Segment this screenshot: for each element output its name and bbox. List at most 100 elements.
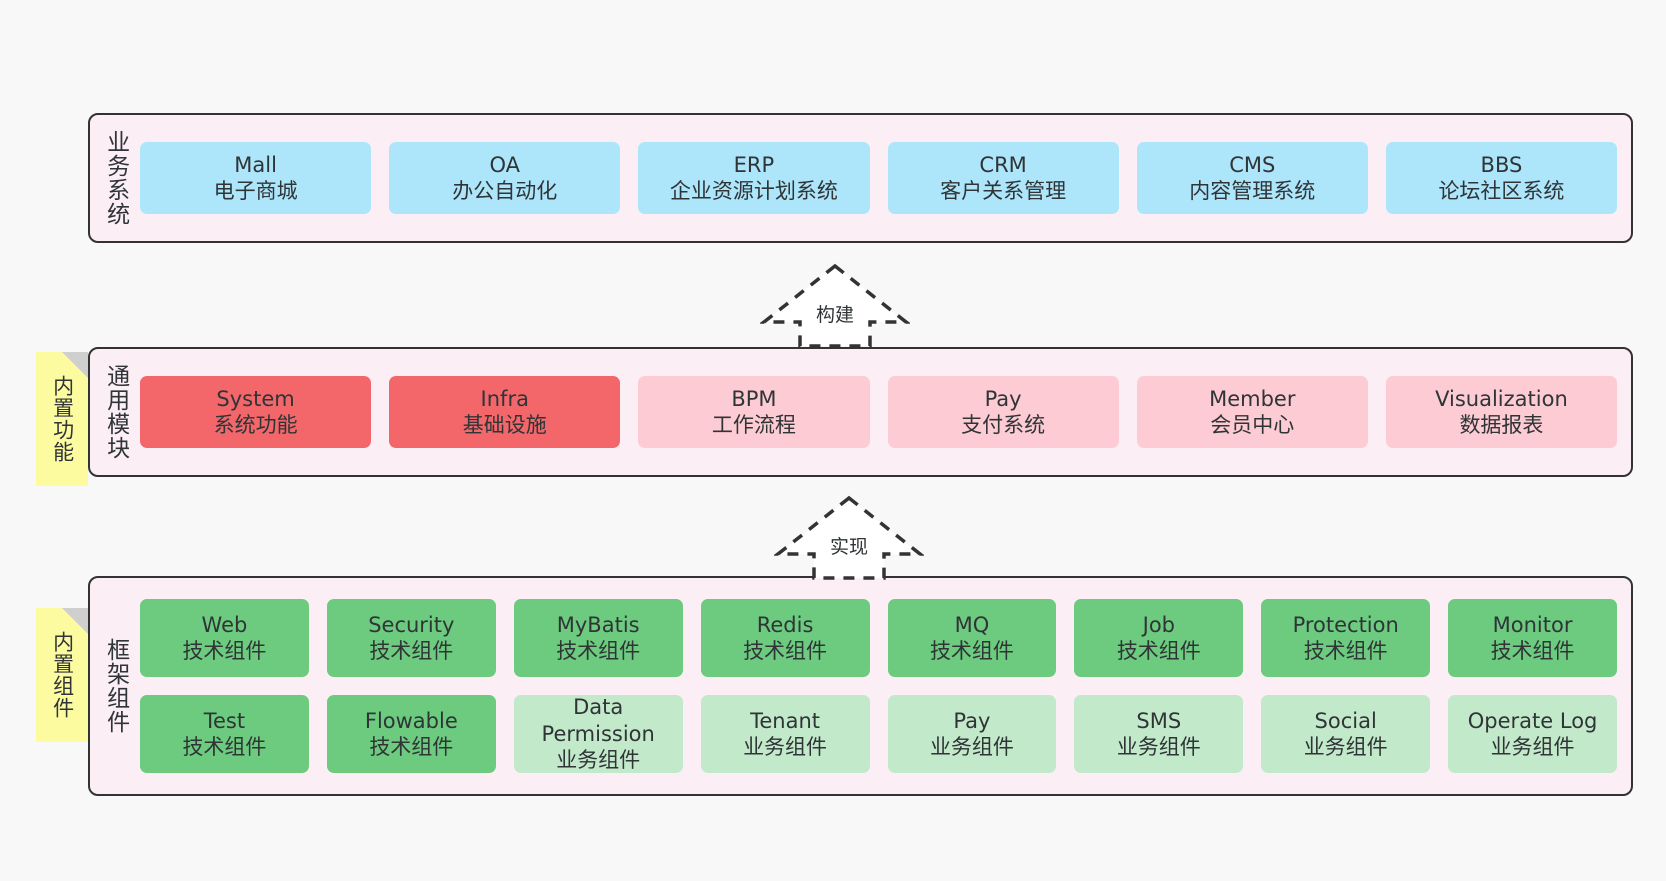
node-title: Operate Log	[1467, 708, 1598, 733]
layer-common-module: 通用模块 System 系统功能 Infra 基础设施 BPM 工作流程 Pay…	[88, 347, 1633, 477]
folded-corner-icon	[62, 352, 88, 378]
node-subtitle: 会员中心	[1210, 413, 1295, 437]
node-title: Test	[203, 708, 246, 733]
node-subtitle: 技术组件	[1303, 639, 1388, 663]
node-title: Job	[1142, 612, 1175, 637]
node-bpm[interactable]: BPM 工作流程	[638, 376, 870, 448]
node-subtitle: 技术组件	[1490, 639, 1575, 663]
connector-implement-label: 实现	[829, 536, 868, 558]
node-subtitle: 工作流程	[711, 413, 796, 437]
node-pay-module[interactable]: Pay 支付系统	[887, 376, 1119, 448]
sticky-note-builtin-component[interactable]: 内置组件	[36, 608, 88, 742]
node-subtitle: 业务组件	[556, 748, 641, 773]
node-title: Web	[201, 612, 248, 637]
node-bbs[interactable]: BBS 论坛社区系统	[1385, 142, 1618, 214]
node-title: ERP	[733, 152, 775, 177]
node-infra[interactable]: Infra 基础设施	[389, 376, 621, 448]
layer-label-framework-component: 框架组件	[102, 638, 129, 734]
node-title: Redis	[756, 612, 814, 637]
node-social[interactable]: Social 业务组件	[1261, 695, 1431, 773]
node-subtitle: 内容管理系统	[1189, 179, 1316, 203]
node-title: MyBatis	[556, 612, 640, 637]
node-sms[interactable]: SMS 业务组件	[1074, 695, 1244, 773]
node-row: Mall 电子商城 OA 办公自动化 ERP 企业资源计划系统 CRM 客户关系…	[140, 142, 1618, 214]
node-oa[interactable]: OA 办公自动化	[389, 142, 621, 214]
node-title: Monitor	[1492, 612, 1573, 637]
node-tenant[interactable]: Tenant 业务组件	[700, 695, 870, 773]
layer-body-framework-component: Web 技术组件 Security 技术组件 MyBatis 技术组件 Redi…	[140, 578, 1631, 794]
node-title: BPM	[731, 386, 777, 411]
node-subtitle: 业务组件	[1490, 735, 1575, 759]
node-test[interactable]: Test 技术组件	[140, 695, 309, 773]
node-subtitle: 技术组件	[743, 639, 828, 663]
node-subtitle: 技术组件	[182, 735, 267, 759]
node-title: CMS	[1229, 152, 1276, 177]
node-mq[interactable]: MQ 技术组件	[887, 599, 1057, 677]
node-title: Infra	[480, 386, 529, 411]
node-visualization[interactable]: Visualization 数据报表	[1385, 376, 1618, 448]
node-title: Visualization	[1435, 386, 1568, 411]
node-title: Social	[1314, 708, 1377, 733]
layer-label-common-module: 通用模块	[102, 364, 129, 460]
node-title: Protection	[1292, 612, 1399, 637]
node-title: System	[216, 386, 295, 411]
node-subtitle: 数据报表	[1459, 413, 1544, 437]
node-data-permission[interactable]: Data Permission 业务组件	[513, 695, 683, 773]
node-subtitle: 基础设施	[462, 413, 547, 437]
node-subtitle: 业务组件	[1116, 735, 1201, 759]
node-web[interactable]: Web 技术组件	[140, 599, 309, 677]
node-member[interactable]: Member 会员中心	[1136, 376, 1368, 448]
node-subtitle: 电子商城	[213, 179, 298, 203]
node-subtitle: 办公自动化	[452, 179, 558, 203]
node-protection[interactable]: Protection 技术组件	[1261, 599, 1431, 677]
layer-label-business-system: 业务系统	[102, 130, 129, 226]
node-title: CRM	[979, 152, 1027, 177]
sticky-note-builtin-function[interactable]: 内置功能	[36, 352, 88, 486]
layer-framework-component: 框架组件 Web 技术组件 Security 技术组件 MyBatis 技术组件…	[88, 576, 1633, 796]
node-row: Test 技术组件 Flowable 技术组件 Data Permission …	[140, 695, 1617, 773]
node-title: Flowable	[364, 708, 458, 733]
node-pay-component[interactable]: Pay 业务组件	[887, 695, 1057, 773]
node-job[interactable]: Job 技术组件	[1074, 599, 1244, 677]
layer-body-business-system: Mall 电子商城 OA 办公自动化 ERP 企业资源计划系统 CRM 客户关系…	[140, 115, 1631, 241]
node-flowable[interactable]: Flowable 技术组件	[326, 695, 496, 773]
node-mall[interactable]: Mall 电子商城	[140, 142, 372, 214]
node-subtitle: 企业资源计划系统	[669, 179, 838, 203]
node-title: BBS	[1480, 152, 1523, 177]
node-subtitle: 系统功能	[213, 413, 298, 437]
node-monitor[interactable]: Monitor 技术组件	[1448, 599, 1617, 677]
node-title: Pay	[984, 386, 1022, 411]
node-operate-log[interactable]: Operate Log 业务组件	[1448, 695, 1617, 773]
node-title: MQ	[954, 612, 990, 637]
node-erp[interactable]: ERP 企业资源计划系统	[638, 142, 870, 214]
connector-build: 构建	[760, 262, 910, 348]
node-system[interactable]: System 系统功能	[140, 376, 372, 448]
node-subtitle: 技术组件	[369, 639, 454, 663]
node-subtitle: 技术组件	[369, 735, 454, 759]
node-subtitle: 论坛社区系统	[1438, 179, 1565, 203]
node-cms[interactable]: CMS 内容管理系统	[1136, 142, 1368, 214]
node-title: Pay	[953, 708, 991, 733]
node-crm[interactable]: CRM 客户关系管理	[887, 142, 1119, 214]
node-subtitle: 技术组件	[1116, 639, 1201, 663]
node-security[interactable]: Security 技术组件	[326, 599, 496, 677]
node-row: Web 技术组件 Security 技术组件 MyBatis 技术组件 Redi…	[140, 599, 1617, 677]
node-subtitle: 技术组件	[182, 639, 267, 663]
connector-build-label: 构建	[815, 304, 854, 326]
node-title: SMS	[1136, 708, 1182, 733]
node-title: Tenant	[750, 708, 821, 733]
connector-implement: 实现	[774, 494, 924, 580]
node-title: Data Permission	[541, 695, 655, 746]
node-subtitle: 业务组件	[929, 735, 1014, 759]
folded-corner-icon	[62, 608, 88, 634]
node-title: Security	[368, 612, 455, 637]
layer-body-common-module: System 系统功能 Infra 基础设施 BPM 工作流程 Pay 支付系统…	[140, 349, 1631, 475]
node-mybatis[interactable]: MyBatis 技术组件	[513, 599, 683, 677]
node-title: OA	[489, 152, 521, 177]
node-subtitle: 技术组件	[929, 639, 1014, 663]
node-title: Mall	[234, 152, 277, 177]
sticky-note-label: 内置组件	[50, 631, 75, 719]
node-subtitle: 技术组件	[556, 639, 641, 663]
node-redis[interactable]: Redis 技术组件	[700, 599, 870, 677]
node-row: System 系统功能 Infra 基础设施 BPM 工作流程 Pay 支付系统…	[140, 376, 1618, 448]
